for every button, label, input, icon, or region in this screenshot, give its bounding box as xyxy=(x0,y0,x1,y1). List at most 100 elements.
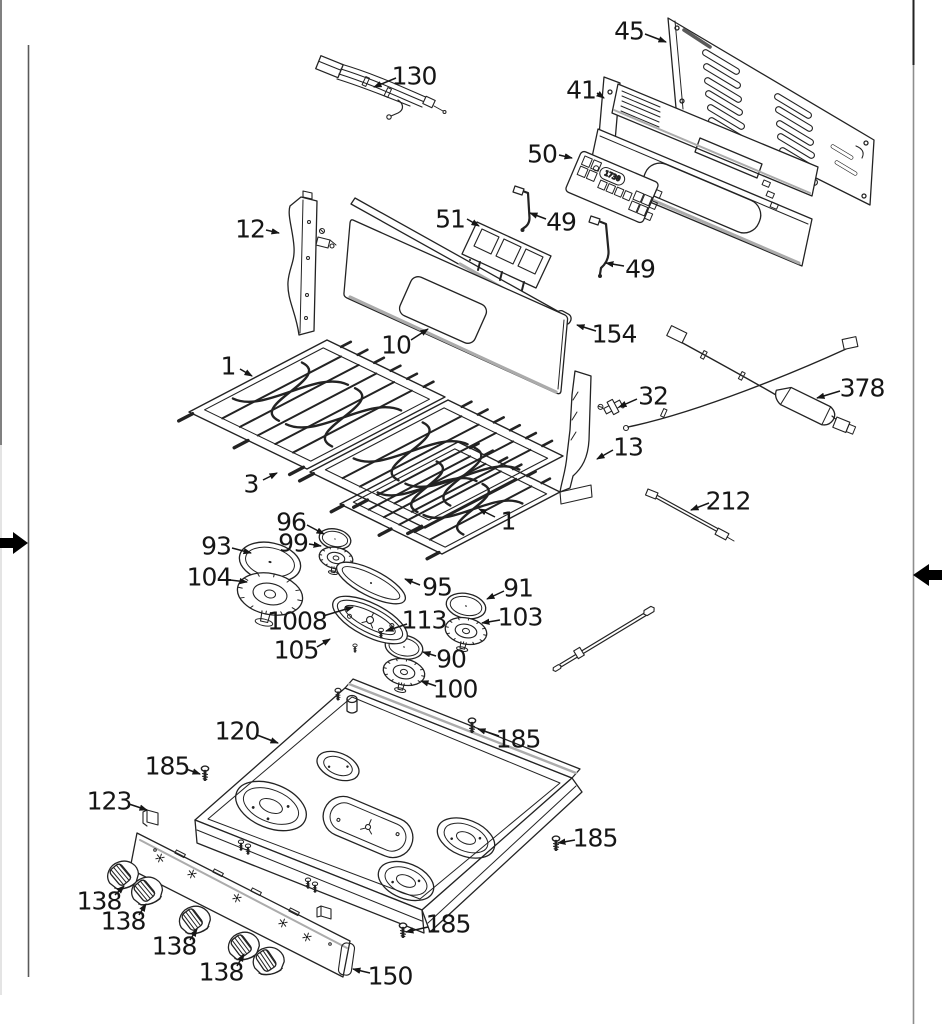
part-number-label: 138 xyxy=(152,932,197,961)
part-number-label: 96 xyxy=(276,508,306,537)
part-number-label: 138 xyxy=(101,907,146,936)
right-arrow-mark xyxy=(913,564,942,586)
part-3-grate-center xyxy=(296,395,572,535)
part-212-igniter-lead xyxy=(644,488,735,542)
callout-1: 1 xyxy=(478,507,516,536)
part-10-control-panel xyxy=(343,219,569,395)
leader-line xyxy=(308,541,322,548)
part-number-label: 32 xyxy=(638,382,668,411)
leader-line xyxy=(404,578,421,586)
part-120-cooktop xyxy=(194,678,583,934)
part-number-label: 99 xyxy=(278,529,308,558)
callout-103: 103 xyxy=(481,603,543,632)
part-number-label: 90 xyxy=(436,645,466,674)
leader-line xyxy=(477,728,500,737)
leader-line xyxy=(322,606,354,617)
part-number-label: 185 xyxy=(573,824,618,853)
part-150-manifold-panel xyxy=(129,832,356,978)
part-1-grate-left xyxy=(175,335,454,476)
part-number-label: 103 xyxy=(498,603,543,632)
part-number-label: 41 xyxy=(566,76,596,105)
part-123-clip xyxy=(142,809,159,827)
callout-41: 41 xyxy=(566,76,605,105)
callout-95: 95 xyxy=(404,573,453,602)
part-number-label: 95 xyxy=(422,573,452,602)
callout-150: 150 xyxy=(352,962,413,991)
part-number-label: 1008 xyxy=(267,607,327,636)
callout-1008: 1008 xyxy=(267,606,354,636)
part-number-label: 100 xyxy=(433,675,478,704)
callout-104: 104 xyxy=(187,563,248,592)
leader-line xyxy=(256,734,279,744)
callout-185: 185 xyxy=(405,910,471,939)
part-number-label: 138 xyxy=(77,887,122,916)
leader-line xyxy=(478,508,496,518)
leader-line xyxy=(644,33,667,43)
leader-line xyxy=(262,472,278,481)
part-number-label: 113 xyxy=(402,606,447,635)
leader-line xyxy=(410,328,429,341)
leader-line xyxy=(189,928,198,941)
callout-3: 3 xyxy=(244,470,278,499)
leader-line xyxy=(690,502,710,511)
leader-line xyxy=(816,390,841,399)
callout-49: 49 xyxy=(529,208,577,237)
leader-line xyxy=(231,547,252,555)
part-45-rear-panel xyxy=(667,17,875,206)
part-number-label: 120 xyxy=(215,717,260,746)
callout-50: 50 xyxy=(527,140,573,169)
callout-378: 378 xyxy=(816,374,885,403)
left-arrow-mark xyxy=(0,532,28,554)
callout-212: 212 xyxy=(690,487,751,516)
leader-line xyxy=(265,228,280,235)
part-49-hook-b xyxy=(588,215,610,278)
part-number-label: 49 xyxy=(546,208,576,237)
leader-line xyxy=(373,77,397,88)
part-13-side-trim xyxy=(559,370,593,505)
part-number-label: 185 xyxy=(426,910,471,939)
part-number-label: 10 xyxy=(381,331,411,360)
hinge-hardware xyxy=(315,227,337,249)
part-number-label: 123 xyxy=(87,787,132,816)
part-number-label: 51 xyxy=(435,205,465,234)
callout-138: 138 xyxy=(199,953,245,987)
part-number-label: 13 xyxy=(613,433,643,462)
leader-line xyxy=(185,768,201,775)
callout-45: 45 xyxy=(614,17,667,46)
callout-96: 96 xyxy=(276,508,325,537)
leader-line xyxy=(558,153,573,160)
leader-line xyxy=(306,524,325,535)
part-number-label: 185 xyxy=(496,725,541,754)
leader-line xyxy=(596,449,614,460)
part-185-screw-2 xyxy=(199,764,211,782)
part-100-burner-head xyxy=(379,655,427,697)
part-number-label: 185 xyxy=(145,752,190,781)
callout-32: 32 xyxy=(618,382,669,411)
leader-line xyxy=(236,953,245,967)
part-number-label: 150 xyxy=(368,962,413,991)
leader-line xyxy=(239,368,253,377)
part-185-screw-4 xyxy=(397,921,409,939)
callout-154: 154 xyxy=(576,320,637,349)
part-number-label: 45 xyxy=(614,17,644,46)
callout-93: 93 xyxy=(201,532,252,561)
leader-line xyxy=(128,803,148,811)
leader-line xyxy=(466,218,480,227)
callout-113: 113 xyxy=(385,606,447,635)
part-214-tube xyxy=(552,605,655,672)
callout-12: 12 xyxy=(235,215,280,244)
callout-10: 10 xyxy=(381,328,429,360)
leader-line xyxy=(352,967,371,974)
part-number-label: 104 xyxy=(187,563,232,592)
callout-13: 13 xyxy=(596,433,644,462)
callout-185: 185 xyxy=(145,752,201,781)
leader-line xyxy=(529,212,547,220)
part-49-hook-a xyxy=(512,185,531,232)
part-number-label: 49 xyxy=(625,255,655,284)
callout-105: 105 xyxy=(274,636,331,665)
callout-138: 138 xyxy=(152,928,198,961)
callout-120: 120 xyxy=(215,717,279,746)
